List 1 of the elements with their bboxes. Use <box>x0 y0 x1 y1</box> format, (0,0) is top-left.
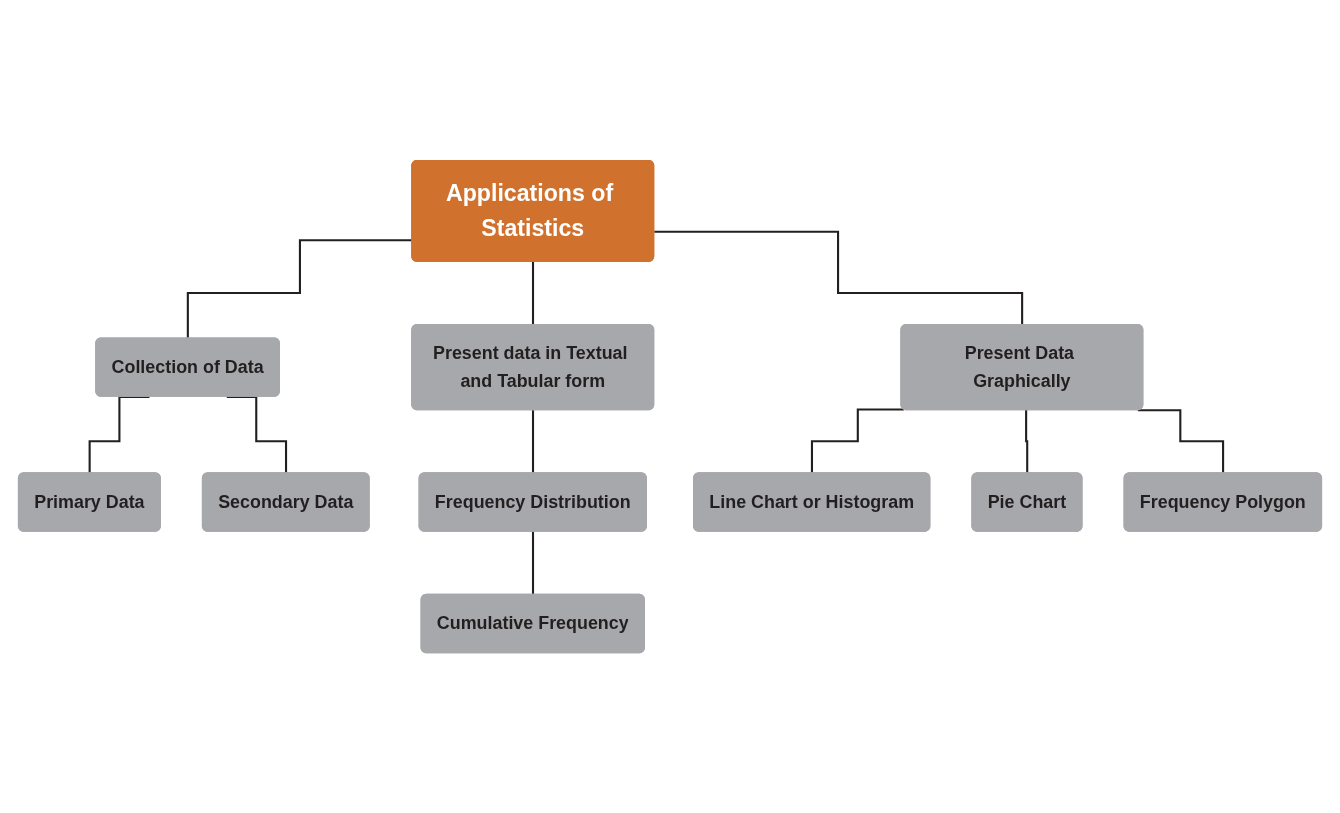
connector <box>531 530 535 596</box>
